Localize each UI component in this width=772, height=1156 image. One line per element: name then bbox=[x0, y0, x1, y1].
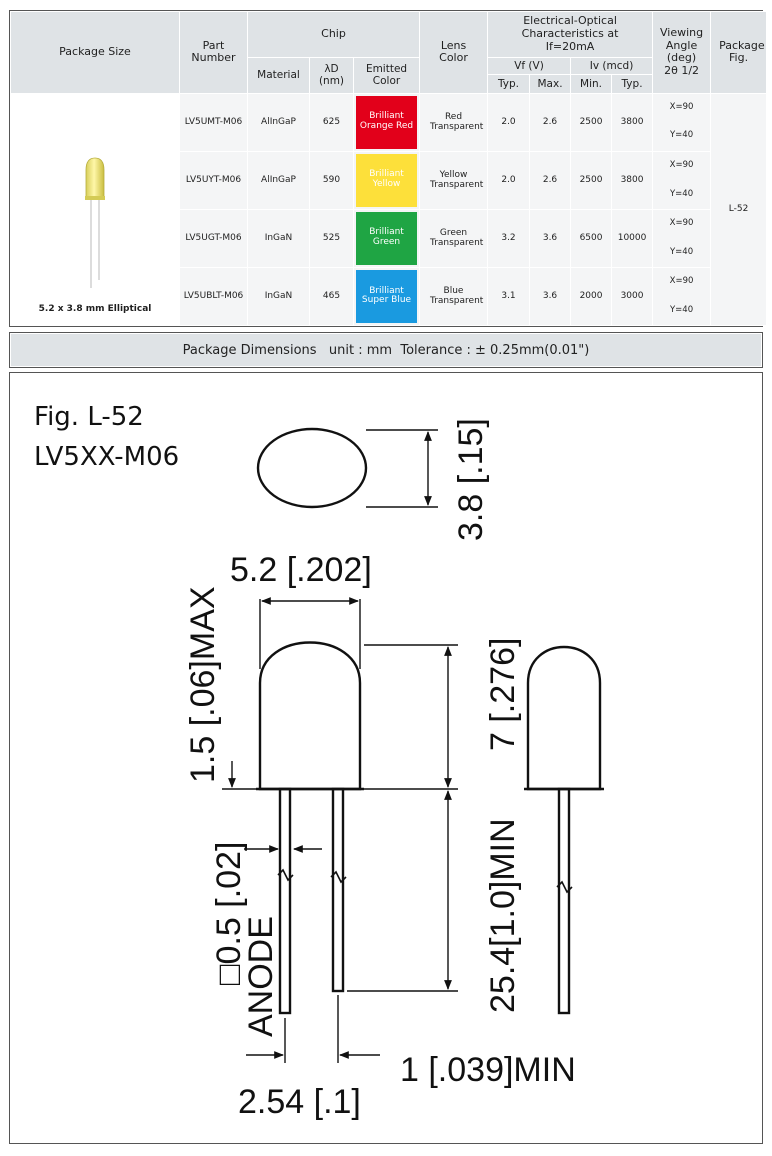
viewing-angle-y: Y=40 bbox=[669, 188, 694, 199]
part-number: LV5UGT-M06 bbox=[180, 209, 247, 267]
emitted-color-cell: Brilliant Super Blue bbox=[354, 267, 420, 325]
spec-table: Package Size Part Number Chip Lens Color… bbox=[10, 11, 768, 326]
viewing-angle-y: Y=40 bbox=[669, 246, 694, 257]
dim-gap-label: 1 [.039]MIN bbox=[400, 1051, 576, 1089]
header-iv-min: Min. bbox=[571, 75, 612, 93]
chip-material: InGaN bbox=[248, 209, 309, 267]
dimension-drawing: Fig. L-52 LV5XX-M06 3.8 [.15] 5.2 [.202]… bbox=[9, 372, 763, 1144]
dim-height-label: 7 [.276] bbox=[484, 638, 522, 751]
header-lens-color: Lens Color bbox=[420, 12, 488, 93]
package-size-label: 5.2 x 3.8 mm Elliptical bbox=[38, 304, 152, 315]
dim-flange-label: 1.5 [.06]MAX bbox=[184, 586, 222, 783]
emitted-color-swatch: Brilliant Super Blue bbox=[356, 269, 418, 323]
iv-typ-value: 3800 bbox=[612, 151, 653, 209]
front-view-body bbox=[258, 641, 362, 791]
iv-min-value: 2500 bbox=[571, 93, 612, 151]
lens-color: Blue Transparent bbox=[420, 267, 488, 325]
header-chip: Chip bbox=[248, 12, 420, 57]
chip-material: AlInGaP bbox=[248, 93, 309, 151]
viewing-angle-x: X=90 bbox=[669, 101, 694, 112]
vf-typ-value: 3.2 bbox=[488, 209, 530, 267]
header-vf-max: Max. bbox=[530, 75, 571, 93]
dimension-drawing-svg: Fig. L-52 LV5XX-M06 3.8 [.15] 5.2 [.202]… bbox=[34, 402, 604, 1121]
emitted-color-swatch: Brilliant Yellow bbox=[356, 153, 418, 207]
header-package-fig: Package Fig. bbox=[711, 12, 767, 93]
side-view-body bbox=[526, 646, 602, 791]
header-package-size: Package Size bbox=[11, 12, 179, 93]
header-material: Material bbox=[248, 57, 309, 93]
wavelength-value: 625 bbox=[310, 93, 353, 151]
viewing-angle-y: Y=40 bbox=[669, 304, 694, 315]
top-view-ellipse bbox=[256, 427, 368, 509]
iv-min-value: 2500 bbox=[571, 151, 612, 209]
iv-min-value: 2000 bbox=[571, 267, 612, 325]
viewing-angle-x: X=90 bbox=[669, 218, 694, 229]
vf-max-value: 3.6 bbox=[530, 267, 571, 325]
wavelength-value: 590 bbox=[310, 151, 353, 209]
header-vf-typ: Typ. bbox=[488, 75, 530, 93]
header-iv: Iv (mcd) bbox=[571, 57, 653, 75]
header-wavelength: λD (nm) bbox=[310, 57, 353, 93]
dim-lead-label: □0.5 [.02] bbox=[210, 842, 248, 985]
vf-typ-value: 3.1 bbox=[488, 267, 530, 325]
iv-min-value: 6500 bbox=[571, 209, 612, 267]
vf-typ-value: 2.0 bbox=[488, 93, 530, 151]
package-size-cell: 5.2 x 3.8 mm Elliptical bbox=[11, 93, 179, 325]
model-number: LV5XX-M06 bbox=[34, 442, 179, 472]
emitted-color-cell: Brilliant Orange Red bbox=[354, 93, 420, 151]
led-package-illustration bbox=[85, 157, 105, 289]
emitted-color-cell: Brilliant Green bbox=[354, 209, 420, 267]
header-vf: Vf (V) bbox=[488, 57, 571, 75]
package-dimensions-text: Package Dimensions unit : mm Tolerance :… bbox=[11, 334, 761, 366]
header-emitted-color: Emitted Color bbox=[354, 57, 420, 93]
part-number: LV5UBLT-M06 bbox=[180, 267, 247, 325]
package-dimensions-banner: Package Dimensions unit : mm Tolerance :… bbox=[9, 332, 763, 368]
wavelength-value: 465 bbox=[310, 267, 353, 325]
emitted-color-cell: Brilliant Yellow bbox=[354, 151, 420, 209]
emitted-color-swatch: Brilliant Orange Red bbox=[356, 95, 418, 149]
spec-table-container: Package Size Part Number Chip Lens Color… bbox=[9, 10, 768, 327]
chip-material: InGaN bbox=[248, 267, 309, 325]
lens-color: Yellow Transparent bbox=[420, 151, 488, 209]
side-view-lead bbox=[557, 787, 571, 1015]
vf-max-value: 3.6 bbox=[530, 209, 571, 267]
emitted-color-swatch: Brilliant Green bbox=[356, 211, 418, 265]
iv-typ-value: 10000 bbox=[612, 209, 653, 267]
anode-label: ANODE bbox=[242, 916, 280, 1037]
iv-typ-value: 3800 bbox=[612, 93, 653, 151]
dim-depth-label: 3.8 [.15] bbox=[452, 418, 490, 541]
wavelength-value: 525 bbox=[310, 209, 353, 267]
vf-max-value: 2.6 bbox=[530, 151, 571, 209]
chip-material: AlInGaP bbox=[248, 151, 309, 209]
vf-max-value: 2.6 bbox=[530, 93, 571, 151]
header-viewing-angle: Viewing Angle (deg) 2θ 1/2 bbox=[653, 12, 711, 93]
figure-label: Fig. L-52 bbox=[34, 402, 144, 432]
package-fig-value: L-52 bbox=[711, 93, 767, 325]
lens-color: Red Transparent bbox=[420, 93, 488, 151]
iv-typ-value: 3000 bbox=[612, 267, 653, 325]
dim-lead-length-label: 25.4[1.0]MIN bbox=[484, 818, 522, 1013]
header-part-number: Part Number bbox=[180, 12, 247, 93]
viewing-angle-y: Y=40 bbox=[669, 130, 694, 141]
front-view-leads bbox=[277, 787, 347, 1015]
part-number: LV5UYT-M06 bbox=[180, 151, 247, 209]
viewing-angle-x: X=90 bbox=[669, 160, 694, 171]
viewing-angle-x: X=90 bbox=[669, 276, 694, 287]
header-electro-optical: Electrical-Optical Characteristics at If… bbox=[488, 12, 653, 57]
header-iv-typ: Typ. bbox=[612, 75, 653, 93]
vf-typ-value: 2.0 bbox=[488, 151, 530, 209]
dim-width-label: 5.2 [.202] bbox=[230, 551, 372, 589]
part-number: LV5UMT-M06 bbox=[180, 93, 247, 151]
dim-pitch-label: 2.54 [.1] bbox=[238, 1083, 361, 1121]
lens-color: Green Transparent bbox=[420, 209, 488, 267]
